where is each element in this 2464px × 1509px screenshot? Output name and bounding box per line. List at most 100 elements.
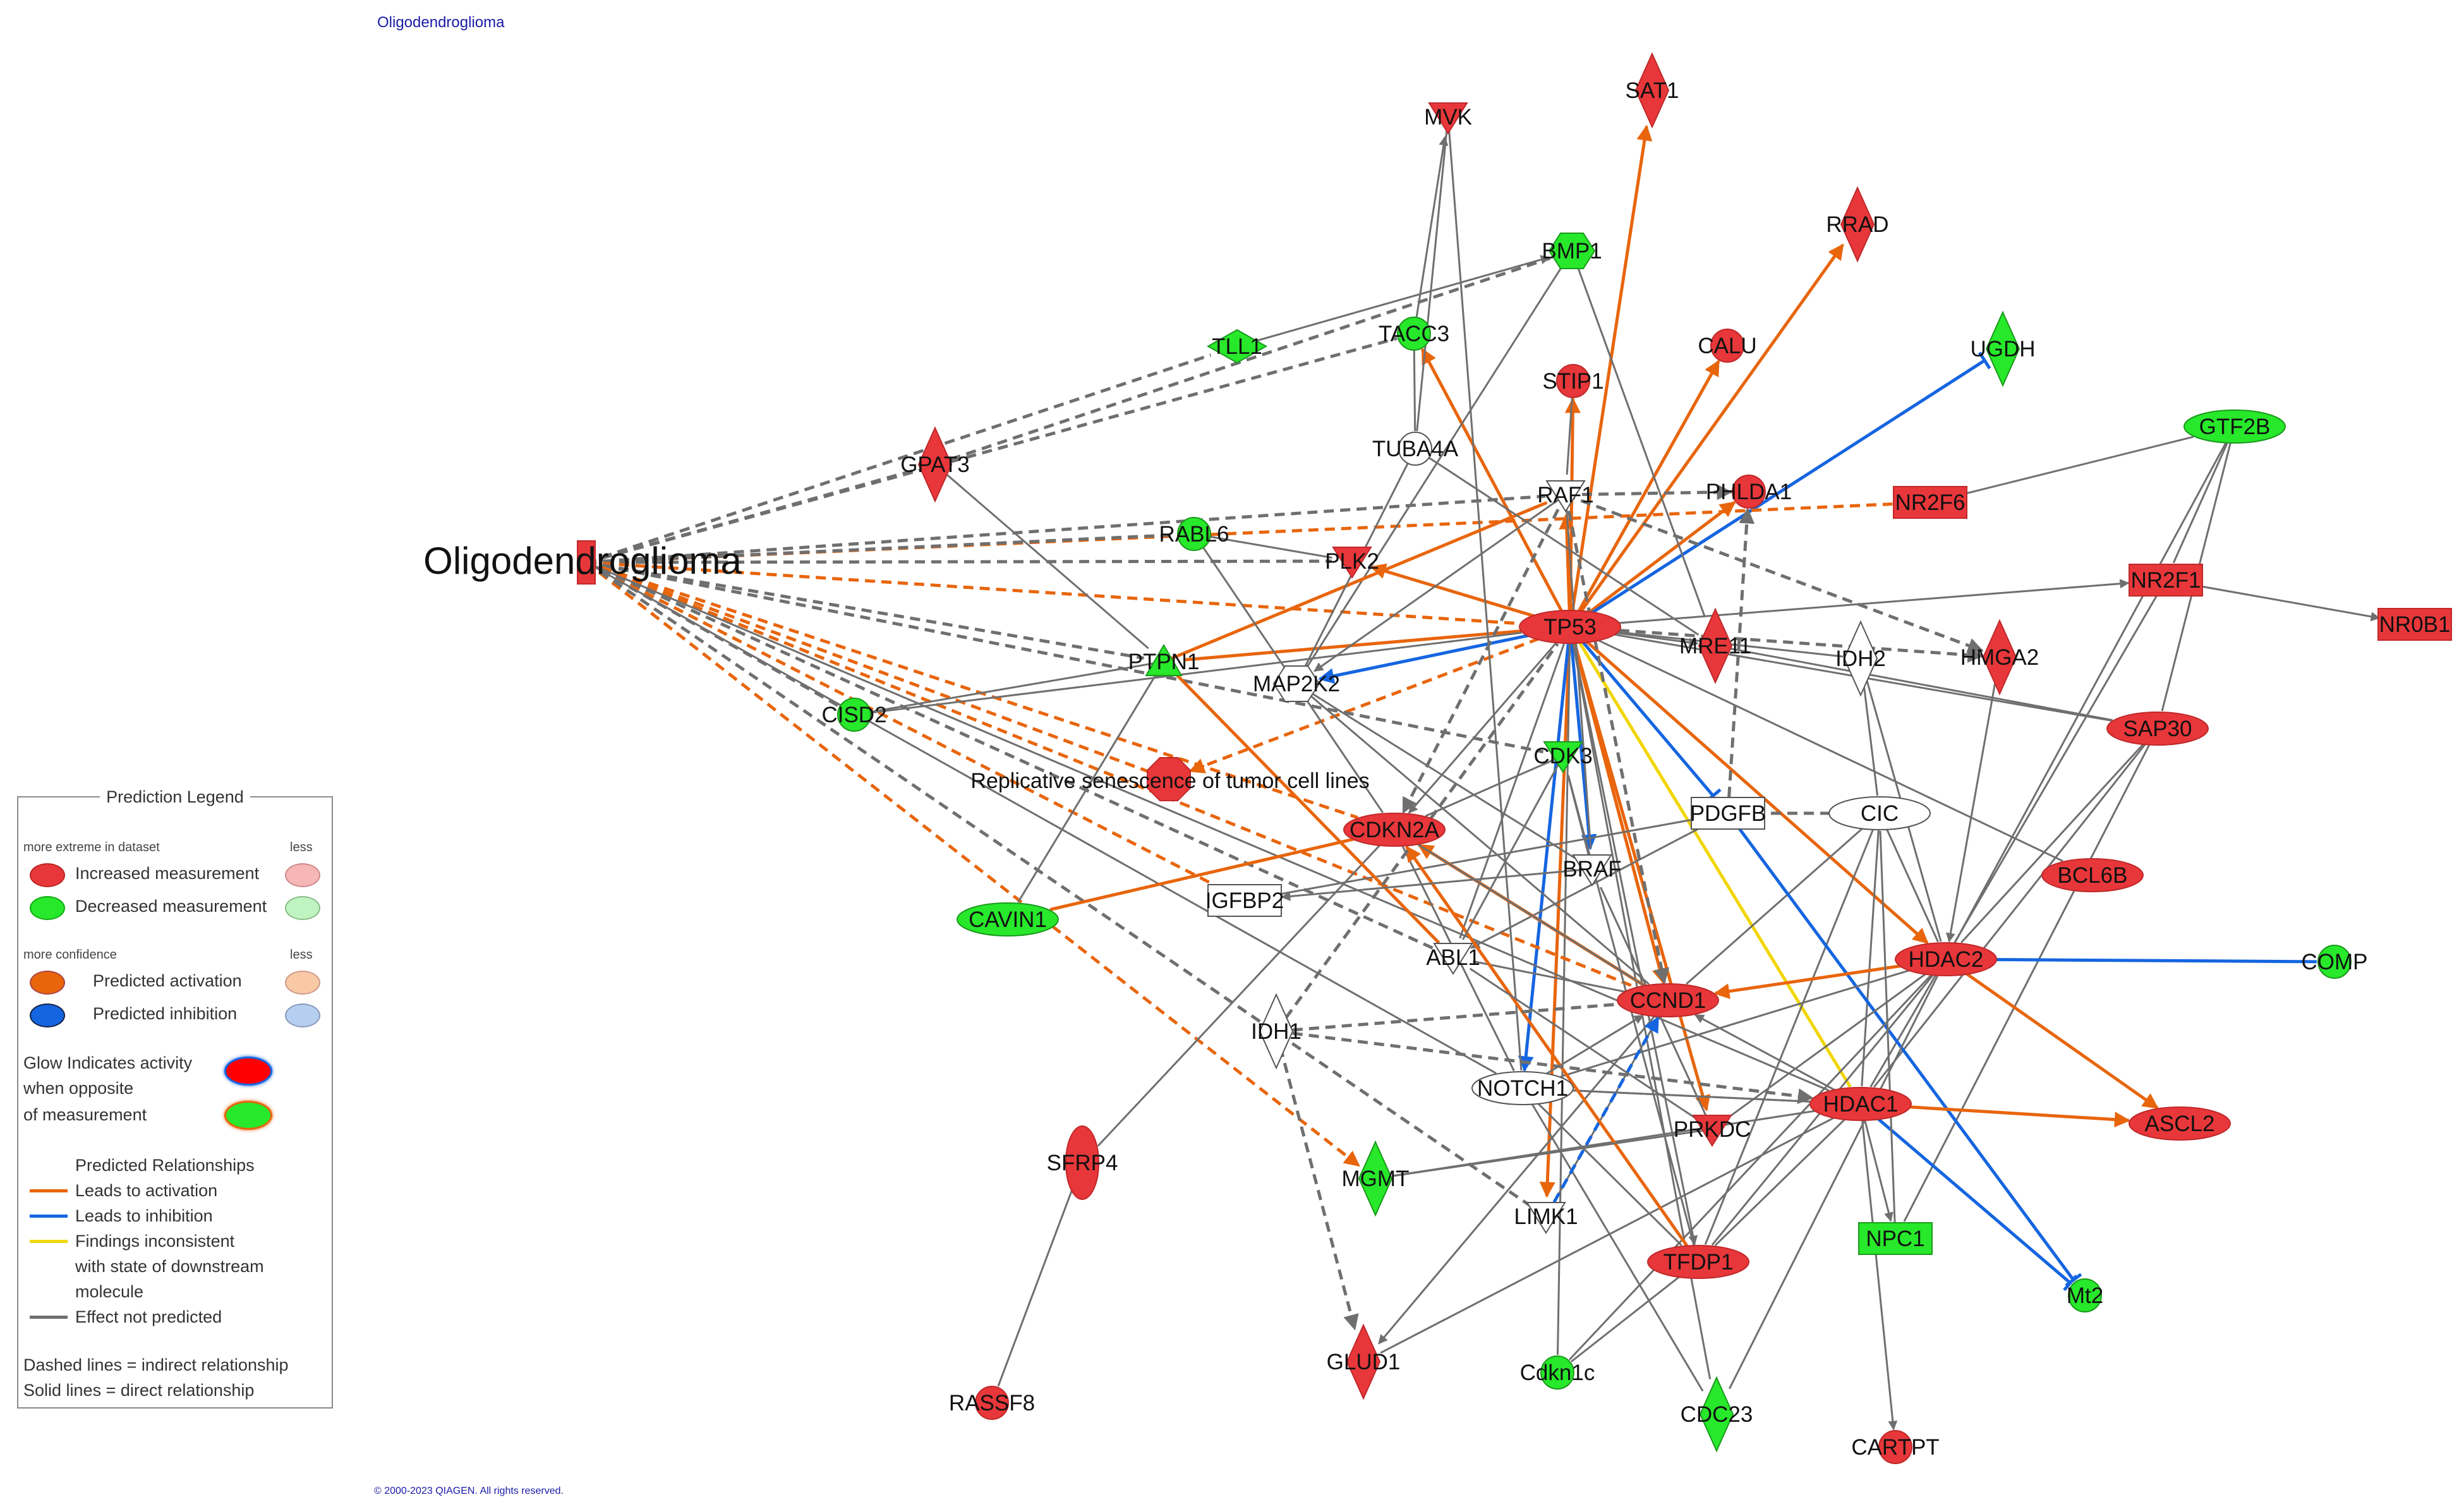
- node-ascl2[interactable]: ASCL2: [2129, 1106, 2231, 1141]
- node-notch1[interactable]: NOTCH1: [1471, 1071, 1574, 1105]
- node-rassf8[interactable]: RASSF8: [949, 1386, 1035, 1420]
- node-oligodendroglioma[interactable]: Oligodendroglioma: [423, 540, 742, 585]
- node-gtf2b[interactable]: GTF2B: [2183, 409, 2286, 444]
- node-sfrp4[interactable]: SFRP4: [1047, 1125, 1118, 1200]
- node-pdgfb[interactable]: PDGFB: [1690, 797, 1766, 830]
- node-cdkn2a[interactable]: CDKN2A: [1343, 813, 1446, 847]
- node-mre11[interactable]: MRE11: [1679, 607, 1751, 684]
- node-label-map2k2: MAP2K2: [1253, 672, 1340, 696]
- node-mgmt[interactable]: MGMT: [1342, 1140, 1410, 1217]
- node-shape-igfbp2: [1207, 884, 1282, 917]
- edge-hmga2-hdac2: [1945, 657, 2001, 943]
- edge-oligodendroglioma-ccnd1: [586, 561, 1636, 989]
- node-tacc3[interactable]: TACC3: [1379, 317, 1449, 351]
- node-sap30[interactable]: SAP30: [2106, 712, 2209, 746]
- node-nr2f6[interactable]: NR2F6: [1893, 486, 1967, 519]
- node-label-cdc23: CDC23: [1681, 1402, 1753, 1427]
- node-tll1[interactable]: TLL1: [1206, 329, 1268, 364]
- edge-oligodendroglioma-plk2: [586, 559, 1332, 564]
- edge-oligodendroglioma-igfbp2: [585, 561, 1221, 889]
- node-nr0b1[interactable]: NR0B1: [2377, 608, 2452, 641]
- inhibition-swatch-weak: [285, 1003, 320, 1027]
- inhibition-swatch-strong: [30, 1003, 65, 1027]
- node-tfdp1[interactable]: TFDP1: [1647, 1245, 1749, 1279]
- node-tuba4a[interactable]: TUBA4A: [1372, 432, 1459, 466]
- node-cavin1[interactable]: CAVIN1: [957, 902, 1059, 936]
- edge-hdac2-cdc23: [1728, 959, 1947, 1390]
- node-plk2[interactable]: PLK2: [1325, 547, 1379, 579]
- legend-rel-inhibition: Leads to inhibition: [75, 1206, 213, 1225]
- node-bmp1[interactable]: BMP1: [1542, 233, 1602, 269]
- rel-none-line: [30, 1316, 68, 1319]
- node-label-oligodendroglioma: Oligodendroglioma: [423, 540, 742, 582]
- node-shape-bcl6b: [2041, 858, 2144, 892]
- node-cdkn1c[interactable]: Cdkn1c: [1520, 1355, 1595, 1390]
- node-ptpn1[interactable]: PTPN1: [1128, 644, 1200, 676]
- node-abl1[interactable]: ABL1: [1426, 943, 1480, 975]
- node-tp53[interactable]: TP53: [1519, 610, 1621, 644]
- node-mvk[interactable]: MVK: [1424, 102, 1472, 135]
- node-hdac2[interactable]: HDAC2: [1895, 942, 1997, 976]
- node-mt2[interactable]: Mt2: [2067, 1278, 2103, 1312]
- node-map2k2[interactable]: MAP2K2: [1253, 665, 1340, 702]
- node-label-limk1: LIMK1: [1514, 1204, 1578, 1229]
- node-label-mre11: MRE11: [1679, 634, 1751, 658]
- node-cisd2[interactable]: CISD2: [821, 698, 887, 732]
- node-limk1[interactable]: LIMK1: [1514, 1202, 1578, 1234]
- node-npc1[interactable]: NPC1: [1858, 1222, 1933, 1255]
- node-label-stip1: STIP1: [1542, 369, 1603, 394]
- edge-oligodendroglioma-tll1: [586, 353, 1212, 564]
- node-cdk3[interactable]: CDK3: [1533, 741, 1593, 773]
- node-label-hdac2: HDAC2: [1909, 947, 1984, 972]
- node-cdc23[interactable]: CDC23: [1681, 1376, 1753, 1453]
- node-braf[interactable]: BRAF: [1562, 854, 1622, 887]
- edge-tp53-phlda1: [1569, 500, 1736, 628]
- node-ccnd1[interactable]: CCND1: [1617, 983, 1719, 1017]
- edge-idh1-ccnd1: [1276, 1002, 1618, 1033]
- node-shape-pdgfb: [1691, 797, 1765, 830]
- node-prkdc[interactable]: PRKDC: [1674, 1115, 1751, 1147]
- node-comp[interactable]: COMP: [2302, 945, 2368, 979]
- node-shape-ccnd1: [1617, 983, 1719, 1017]
- edge-sap30-hdac2: [1960, 727, 2159, 943]
- node-raf1[interactable]: RAF1: [1537, 480, 1594, 512]
- node-shape-sfrp4: [1065, 1125, 1099, 1200]
- node-cartpt[interactable]: CARTPT: [1851, 1430, 1940, 1464]
- node-label-idh1: IDH1: [1251, 1019, 1301, 1044]
- edge-tfdp1-cdkn2a: [1404, 845, 1700, 1263]
- node-bcl6b[interactable]: BCL6B: [2041, 858, 2144, 892]
- node-shape-phlda1: [1732, 475, 1766, 509]
- node-ugdh[interactable]: UGDH: [1970, 310, 2036, 387]
- edge-bmp1-map2k2: [1306, 250, 1573, 668]
- node-calu[interactable]: CALU: [1698, 329, 1757, 363]
- node-shape-rabl6: [1177, 517, 1211, 551]
- edge-oligodendroglioma-gpat3: [586, 468, 918, 564]
- node-label-pdgfb: PDGFB: [1690, 801, 1766, 826]
- edge-limk1-ccnd1: [1544, 1016, 1660, 1218]
- node-cic[interactable]: CIC: [1828, 796, 1931, 830]
- node-sat1[interactable]: SAT1: [1626, 52, 1679, 129]
- node-hdac1[interactable]: HDAC1: [1809, 1087, 1912, 1121]
- node-shape-nr0b1: [2377, 608, 2452, 641]
- legend-rel-inconsistent-1: Findings inconsistent: [75, 1232, 235, 1251]
- node-shape-mvk: [1428, 102, 1468, 135]
- node-shape-notch1: [1471, 1071, 1574, 1105]
- node-gpat3[interactable]: GPAT3: [900, 426, 970, 503]
- node-glud1[interactable]: GLUD1: [1327, 1323, 1401, 1400]
- node-hmga2[interactable]: HMGA2: [1960, 619, 2039, 696]
- node-igfbp2[interactable]: IGFBP2: [1205, 884, 1284, 917]
- legend-glow-3: of measurement: [23, 1105, 147, 1124]
- legend-sec1-left: more extreme in dataset: [23, 840, 160, 854]
- node-rrad[interactable]: RRAD: [1826, 186, 1889, 263]
- node-idh1[interactable]: IDH1: [1251, 993, 1301, 1070]
- edge-rabl6-plk2: [1193, 533, 1332, 559]
- node-rabl6[interactable]: RABL6: [1159, 517, 1229, 551]
- node-shape-raf1: [1545, 480, 1586, 512]
- node-stip1[interactable]: STIP1: [1542, 364, 1604, 398]
- edge-oligodendroglioma-cdkn2a: [586, 561, 1358, 820]
- edge-tp53-nr2f1: [1569, 579, 2130, 628]
- node-idh2[interactable]: IDH2: [1835, 620, 1886, 697]
- node-replicative[interactable]: Replicative senescence of tumor cell lin…: [970, 757, 1370, 801]
- node-nr2f1[interactable]: NR2F1: [2129, 564, 2203, 597]
- node-phlda1[interactable]: PHLDA1: [1706, 475, 1792, 509]
